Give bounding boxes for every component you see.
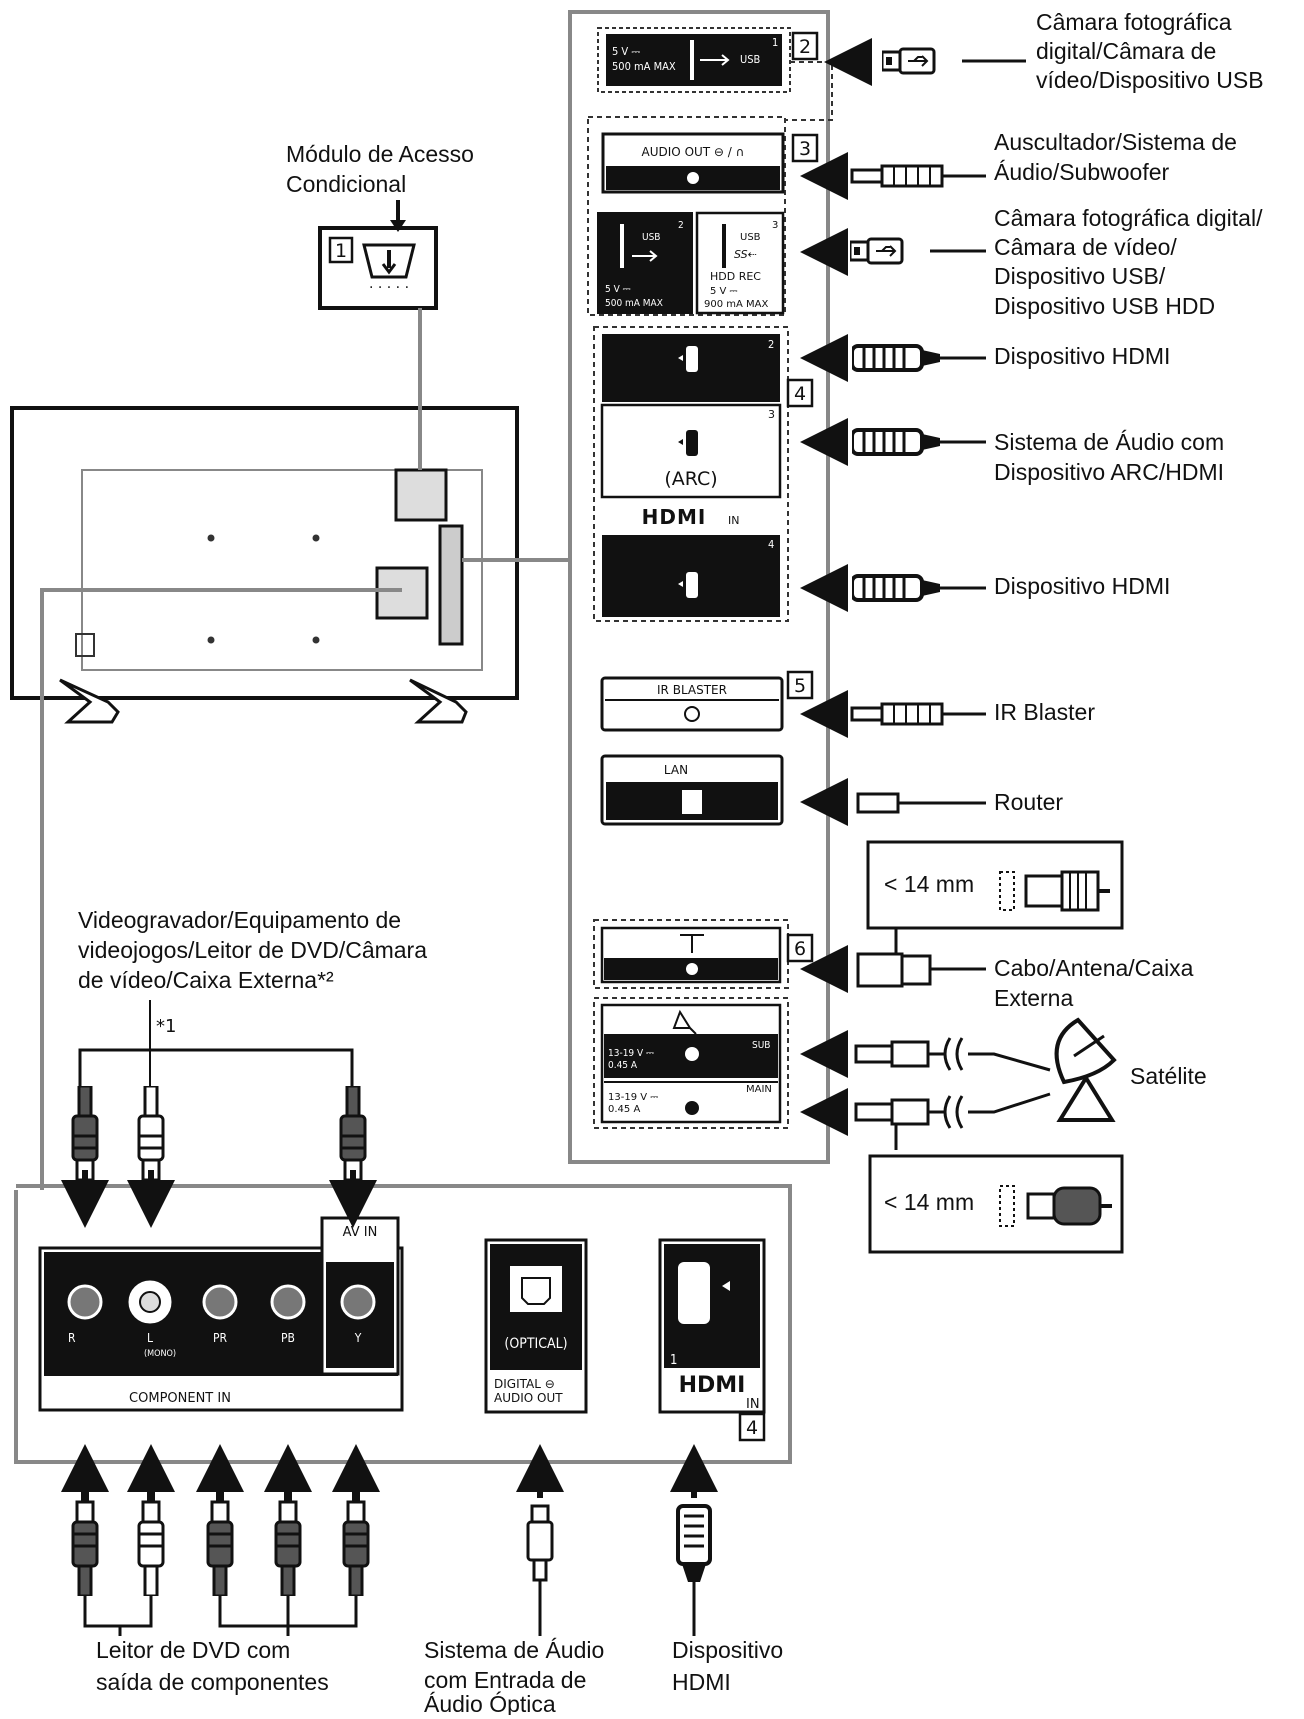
av-in-label: AV IN [343, 1225, 378, 1240]
port-number-4-bottom: 4 [746, 1417, 758, 1439]
usb3-superspeed: SS⇠ [734, 248, 757, 261]
label-hdmi-1-1: Dispositivo [672, 1637, 783, 1663]
digital-audio-out-2: AUDIO OUT [494, 1391, 563, 1405]
usb3-voltage: 5 V ⎓ [710, 286, 738, 297]
port-number-3: 3 [799, 138, 811, 160]
label-video-1: Videogravador/Equipamento de [78, 907, 401, 933]
satellite-dish-icon [1054, 1017, 1117, 1122]
mono-label: (MONO) [144, 1349, 176, 1359]
label-arc-1: Sistema de Áudio com [994, 429, 1224, 455]
label-camera-2: digital/Câmara de [1036, 38, 1216, 64]
label-cable-1: Cabo/Antena/Caixa [994, 955, 1194, 981]
label-optical-2: com Entrada de [424, 1667, 586, 1693]
optical-label: (OPTICAL) [504, 1336, 567, 1352]
audio-out-label: AUDIO OUT ⊖ / ∩ [642, 145, 745, 159]
main-label: MAIN [746, 1084, 772, 1095]
component-in-label: COMPONENT IN [129, 1391, 231, 1406]
label-usb-hdd-1: Câmara fotográfica digital/ [994, 205, 1263, 231]
usb3-hdd-rec: HDD REC [710, 270, 761, 283]
label-video-2: videojogos/Leitor de DVD/Câmara [78, 937, 427, 963]
cam-module-slot: 1 · · · · · [318, 200, 438, 470]
hdmi3-number: 3 [768, 408, 775, 421]
hdmi1-in: IN [746, 1397, 760, 1412]
label-usb-hdd-2: Câmara de vídeo/ [994, 234, 1177, 260]
usb2-voltage: 5 V ⎓ [605, 284, 631, 295]
hdmi1-number: 1 [670, 1353, 677, 1368]
usb1-voltage: 5 V ⎓ [612, 45, 640, 58]
label-camera-3: vídeo/Dispositivo USB [1036, 67, 1264, 93]
label-hdmi-4: Dispositivo HDMI [994, 573, 1170, 599]
label-camera-1: Câmara fotográfica [1036, 9, 1232, 35]
component-cables [61, 1444, 718, 1636]
r-label: R [68, 1331, 76, 1345]
sub-label: SUB [752, 1040, 770, 1051]
mm-callout-top: < 14 mm [866, 840, 1124, 930]
hdmi1-logo: HDMI [679, 1373, 746, 1398]
l-label: L [147, 1331, 153, 1345]
port-number-4: 4 [794, 383, 806, 405]
label-optical-3: Áudio Óptica [424, 1691, 556, 1715]
label-hdmi-1-2: HDMI [672, 1669, 731, 1695]
label-usb-hdd-4: Dispositivo USB HDD [994, 293, 1215, 319]
port-number-2: 2 [799, 36, 811, 58]
mm-top-label: < 14 mm [884, 871, 974, 897]
label-headphone-2: Áudio/Subwoofer [994, 159, 1170, 185]
svg-text:· · · · ·: · · · · · [369, 280, 409, 296]
hdmi-in-small: IN [728, 514, 739, 527]
right-connectors [800, 38, 1117, 1150]
label-video-3: de vídeo/Caixa Externa*² [78, 967, 334, 993]
composite-inputs [61, 1000, 377, 1228]
label-ir-blaster: IR Blaster [994, 699, 1095, 725]
digital-audio-out-1: DIGITAL ⊖ [494, 1377, 555, 1391]
label-router: Router [994, 789, 1063, 815]
usb3-tag: USB [740, 232, 761, 243]
hdmi4-number: 4 [768, 538, 774, 551]
usb2-current: 500 mA MAX [605, 298, 663, 309]
usb3-current: 900 mA MAX [704, 299, 768, 310]
usb1-current: 500 mA MAX [612, 60, 676, 73]
ir-blaster-port-label: IR BLASTER [657, 683, 727, 697]
sub-voltage: 13-19 V ⎓ [608, 1048, 654, 1059]
main-current: 0.45 A [608, 1104, 640, 1115]
label-dvd-2: saída de componentes [96, 1669, 329, 1695]
arc-label: (ARC) [664, 468, 717, 490]
pb-label: PB [281, 1331, 295, 1345]
label-satellite: Satélite [1130, 1063, 1207, 1089]
cam-slot-number: 1 [335, 240, 347, 262]
port-number-6: 6 [794, 938, 806, 960]
label-usb-hdd-3: Dispositivo USB/ [994, 263, 1166, 289]
bottom-panel: AV IN R L (MONO) PR PB Y COMPONENT IN (O… [14, 1184, 792, 1464]
label-headphone-1: Auscultador/Sistema de [994, 129, 1237, 155]
usb1-tag: USB [740, 53, 761, 66]
mm-callout-bottom: < 14 mm [868, 1154, 1124, 1254]
mm-bottom-label: < 14 mm [884, 1189, 974, 1215]
hdmi-in-logo: HDMI [642, 505, 707, 529]
main-voltage: 13-19 V ⎓ [608, 1092, 658, 1103]
label-hdmi-2: Dispositivo HDMI [994, 343, 1170, 369]
sub-current: 0.45 A [608, 1060, 638, 1071]
label-arc-2: Dispositivo ARC/HDMI [994, 459, 1224, 485]
label-cam-module-2: Condicional [286, 171, 406, 197]
label-cam-module-1: Módulo de Acesso [286, 141, 474, 167]
lan-port-label: LAN [664, 763, 688, 777]
pr-label: PR [213, 1331, 228, 1345]
note-1: *1 [156, 1016, 176, 1037]
tv-back [10, 406, 519, 724]
port-number-5: 5 [794, 675, 806, 697]
labels: Câmara fotográfica digital/Câmara de víd… [78, 9, 1264, 1717]
usb-icon [700, 54, 730, 66]
label-optical-1: Sistema de Áudio [424, 1637, 604, 1663]
side-panel: 5 V ⎓ 500 mA MAX USB 1 2 AUDIO OUT ⊖ / ∩… [568, 10, 833, 1164]
usb2-number: 2 [678, 220, 684, 231]
y-label: Y [354, 1331, 362, 1345]
usb1-number: 1 [772, 36, 778, 49]
usb2-tag: USB [642, 232, 660, 243]
hdmi2-number: 2 [768, 338, 774, 351]
label-cable-2: Externa [994, 985, 1073, 1011]
label-dvd-1: Leitor de DVD com [96, 1637, 290, 1663]
usb3-number: 3 [772, 220, 778, 231]
